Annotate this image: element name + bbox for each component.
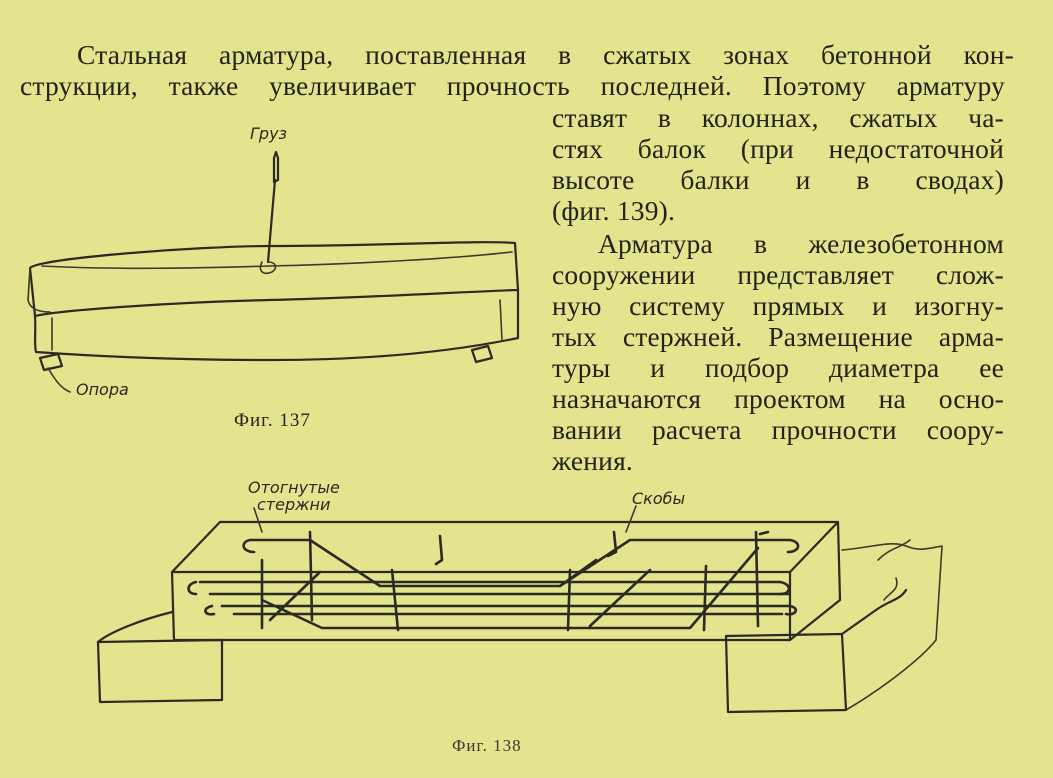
paragraph-line-1: Стальная арматура, поставленная в сжатых…	[77, 39, 1014, 70]
side-line-8: тых стержней. Размещение арма-	[552, 321, 1004, 352]
figure-137-caption: Фиг. 137	[234, 410, 311, 431]
side-line-1: ставят в колоннах, сжатых ча-	[552, 102, 1004, 133]
bent-bars-label-line-2: стержни	[257, 495, 331, 514]
stirrups-label: Скобы	[632, 489, 686, 508]
side-line-10: назначаются проектом на осно-	[552, 383, 1004, 414]
side-line-4: (фиг. 139).	[552, 195, 676, 226]
side-line-2: стях балок (при недостаточной	[552, 133, 1004, 164]
side-line-12: жения.	[552, 445, 634, 476]
side-line-7: ную систему прямых и изогну-	[552, 290, 1004, 321]
side-line-5: Арматура в железобетонном	[598, 228, 1004, 259]
side-line-9: туры и подбор диаметра ее	[552, 352, 1004, 383]
paragraph-line-2: струкции, также увеличивает прочность по…	[20, 70, 1005, 101]
bent-bars-label-line-1: Отогнутые	[248, 478, 340, 497]
load-label: Груз	[250, 124, 288, 143]
side-line-6: сооружении представляет слож-	[552, 259, 1004, 290]
side-line-3: высоте балки и в сводах)	[552, 164, 1004, 195]
figure-138-caption: Фиг. 138	[452, 736, 522, 755]
side-line-11: вании расчета прочности соору-	[552, 414, 1004, 445]
support-label: Опора	[76, 380, 129, 399]
